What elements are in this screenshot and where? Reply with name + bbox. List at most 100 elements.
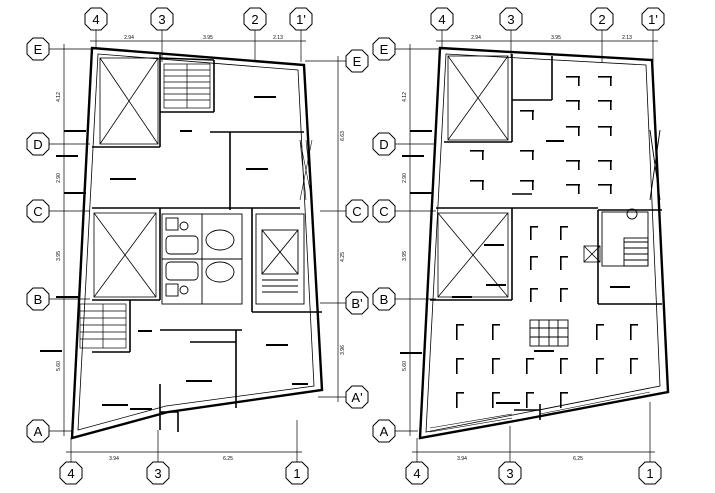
right-left-axis-C: C: [372, 199, 396, 223]
left-right-axis-E: E: [345, 49, 369, 73]
svg-text:B: B: [380, 292, 389, 307]
svg-text:E: E: [353, 54, 362, 69]
right-void-2: [437, 212, 509, 298]
left-left-axis-C: C: [26, 199, 50, 223]
right-bottom-axis-3: 3: [498, 461, 522, 485]
right-void-1: [447, 55, 509, 141]
svg-text:1': 1': [296, 12, 306, 27]
left-left-dim-4: 5.60: [56, 361, 62, 371]
right-left-dimension-line: [395, 44, 446, 436]
right-void-3: [583, 245, 601, 263]
left-stair-bottom: [79, 303, 127, 349]
left-right-axis-Aprime: A': [345, 385, 369, 409]
left-left-dimension-line: [49, 44, 100, 436]
right-bottom-dim-1: 3.94: [457, 456, 467, 462]
left-top-dimension-line: [90, 30, 306, 62]
right-column-markers-lower: [456, 226, 638, 408]
svg-text:2: 2: [251, 12, 258, 27]
left-top-dim-2: 3.95: [203, 35, 213, 41]
left-void-1: [99, 57, 159, 145]
svg-text:C: C: [379, 204, 388, 219]
left-left-axis-D: D: [26, 132, 50, 156]
svg-text:D: D: [33, 137, 42, 152]
left-bottom-axis-4: 4: [59, 461, 83, 485]
left-floor-plan: 4 3 2 1' 2.94 3.95 2.13 E: [26, 7, 369, 485]
right-interior-walls: [430, 54, 662, 420]
svg-text:B': B': [351, 296, 362, 311]
left-left-axis-A: A: [26, 419, 50, 443]
svg-text:D: D: [379, 137, 388, 152]
right-column-markers-upper: [470, 76, 612, 194]
left-bottom-dimension-line: [66, 420, 302, 462]
right-left-axis-E: E: [372, 37, 396, 61]
right-top-dim-1: 2.94: [471, 35, 481, 41]
svg-text:C: C: [33, 204, 42, 219]
right-left-dim-4: 5.60: [402, 361, 408, 371]
right-top-axis-4: 4: [430, 7, 454, 31]
svg-text:3: 3: [154, 466, 161, 481]
left-top-axis-4: 4: [84, 7, 108, 31]
left-left-dim-3: 3.95: [56, 251, 62, 261]
right-top-axis-1prime: 1': [641, 7, 665, 31]
right-top-dim-2: 3.95: [551, 35, 561, 41]
left-left-axis-B: B: [26, 287, 50, 311]
left-left-axis-E: E: [26, 37, 50, 61]
right-bottom-axis-4: 4: [405, 461, 429, 485]
right-top-dim-3: 2.13: [622, 35, 632, 41]
left-bottom-axis-1: 1: [285, 461, 309, 485]
svg-text:A: A: [34, 424, 43, 439]
svg-text:4: 4: [67, 466, 74, 481]
right-bottom-dimension-line: [412, 402, 655, 462]
svg-text:E: E: [380, 42, 389, 57]
left-left-dim-1: 4.12: [56, 92, 62, 102]
left-room-labels: [40, 96, 308, 410]
left-right-dim-1: 6.63: [340, 131, 346, 141]
right-core: [601, 129, 661, 267]
left-elevator-core: [255, 213, 305, 305]
right-left-dim-3: 3.95: [402, 251, 408, 261]
svg-text:B: B: [34, 292, 43, 307]
svg-text:4: 4: [438, 12, 445, 27]
right-building-outline: [418, 46, 670, 440]
right-bottom-axis-1: 1: [638, 461, 662, 485]
svg-text:A': A': [351, 390, 362, 405]
left-building-outline: [70, 46, 324, 440]
left-window-strip: [299, 139, 313, 201]
left-left-dim-2: 2.90: [56, 173, 62, 183]
left-right-dim-2: 4.25: [340, 252, 346, 262]
left-bottom-axis-3: 3: [146, 461, 170, 485]
svg-text:3: 3: [506, 466, 513, 481]
right-left-axis-A: A: [372, 419, 396, 443]
left-top-axis-3: 3: [150, 7, 174, 31]
left-top-axis-1prime: 1': [289, 7, 313, 31]
right-left-dim-2: 2.90: [402, 173, 408, 183]
left-bathroom-block: [161, 213, 243, 305]
right-left-axis-D: D: [372, 132, 396, 156]
right-central-grille: [529, 319, 569, 347]
svg-text:1: 1: [293, 466, 300, 481]
svg-text:4: 4: [92, 12, 99, 27]
right-bottom-dim-2: 6.25: [573, 456, 583, 462]
left-stair-top: [163, 63, 211, 109]
svg-text:3: 3: [158, 12, 165, 27]
right-top-axis-2: 2: [590, 7, 614, 31]
right-left-axis-B: B: [372, 287, 396, 311]
left-top-dim-3: 2.13: [273, 35, 283, 41]
svg-text:3: 3: [507, 12, 514, 27]
svg-text:1': 1': [648, 12, 658, 27]
right-bottom-window-strip: [429, 387, 651, 433]
left-top-dim-1: 2.94: [124, 35, 134, 41]
svg-text:A: A: [380, 424, 389, 439]
svg-text:E: E: [34, 42, 43, 57]
right-room-labels: [400, 130, 630, 404]
right-left-dim-1: 4.12: [402, 92, 408, 102]
left-right-dimension-line: [305, 56, 346, 402]
svg-text:2: 2: [598, 12, 605, 27]
left-right-axis-Bprime: B': [345, 291, 369, 315]
left-bottom-dim-1: 3.94: [109, 456, 119, 462]
svg-text:4: 4: [413, 466, 420, 481]
left-bottom-dim-2: 6.25: [223, 456, 233, 462]
left-right-dim-3: 3.96: [340, 345, 346, 355]
svg-text:C: C: [352, 204, 361, 219]
